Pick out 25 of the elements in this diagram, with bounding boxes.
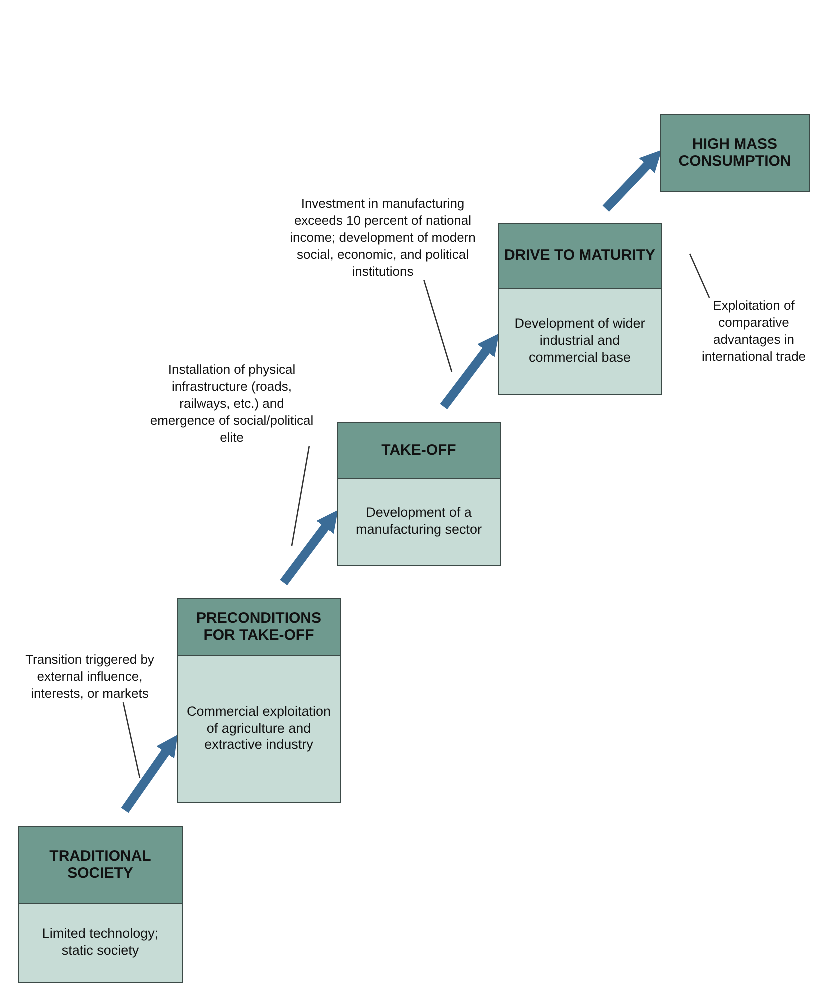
stage-description: Commercial exploitation of agriculture and extractive industry — [186, 702, 332, 754]
arrow — [602, 150, 662, 212]
stage-box — [177, 598, 341, 803]
stage-title: HIGH MASS CONSUMPTION — [661, 115, 809, 191]
stage-description: Development of a manufacturing sector — [354, 504, 484, 539]
arrow — [280, 510, 338, 586]
annotation-text: Installation of physical infrastructure (roads, railways, etc.) and emergence of social/political elite — [146, 362, 318, 446]
stage-title: TAKE-OFF — [338, 423, 500, 479]
leader-line — [424, 280, 453, 372]
annotation-text: Investment in manufacturing exceeds 10 percent of national income; development of modern social, economic, and political institutions — [280, 196, 486, 280]
stage-title: TRADITIONAL SOCIETY — [19, 827, 182, 904]
stage-box — [18, 826, 183, 983]
annotation-text: Exploitation of comparative advantages in international trade — [694, 298, 814, 366]
leader-line — [689, 254, 710, 298]
stage-title: DRIVE TO MATURITY — [499, 224, 661, 289]
leader-line — [291, 446, 310, 546]
stage-description: Development of wider industrial and commercial base — [514, 315, 646, 367]
arrow — [121, 734, 178, 814]
stage-box — [498, 223, 662, 395]
stage-title: PRECONDITIONS FOR TAKE-OFF — [178, 599, 340, 656]
stage-description: Limited technology; static society — [41, 925, 160, 960]
stage-box — [337, 422, 501, 566]
arrow — [440, 334, 500, 410]
annotation-text: Transition triggered by external influence, interests, or markets — [14, 652, 166, 703]
leader-line — [122, 702, 141, 778]
